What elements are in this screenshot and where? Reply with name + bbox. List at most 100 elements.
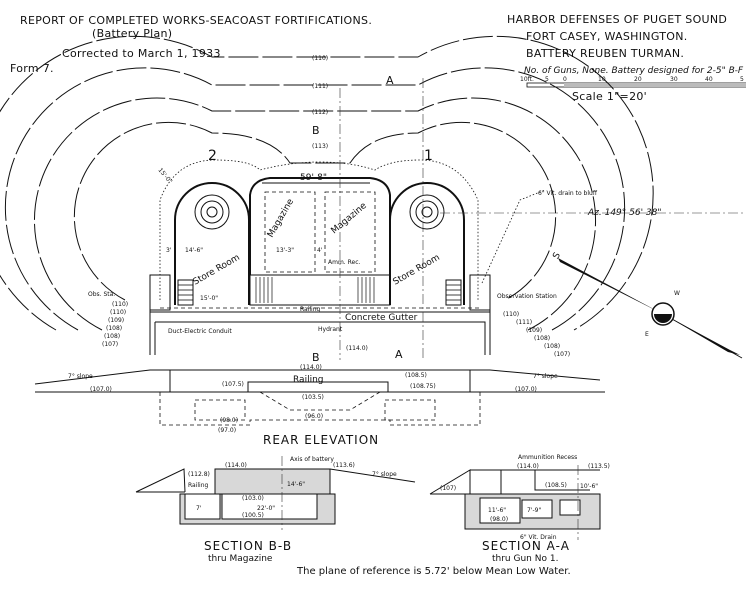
contour-label: (108)	[544, 343, 560, 350]
rear-elev-108-75: (108.75)	[410, 383, 436, 390]
aa-elev-114: (114.0)	[517, 463, 539, 470]
gun-emplacement-1	[389, 182, 465, 305]
report-title: REPORT OF COMPLETED WORKS-SEACOAST FORTI…	[20, 14, 372, 27]
scale-tick: 5	[740, 76, 744, 83]
railing-label: Railing	[300, 306, 321, 313]
store-room-left: Store Room	[192, 253, 242, 288]
bb-elev-113-6: (113.6)	[333, 462, 355, 469]
contour-label: (108)	[534, 335, 550, 342]
scale-tick: 0	[563, 76, 567, 83]
rear-slope-right: 7° slope	[533, 373, 558, 380]
obs-station-left	[149, 274, 171, 311]
aa-elev-98: (98.0)	[490, 516, 508, 523]
aa-elev-107: (107)	[440, 485, 456, 492]
scale-tick: 10ft.	[520, 76, 534, 83]
contour-lines: (110) (111) (112) (113)	[0, 35, 654, 331]
rear-elev-107-5: (107.5)	[222, 381, 244, 388]
obs-sta-label: Obs. Sta.	[88, 291, 115, 298]
section-bb-drawing	[135, 456, 416, 530]
contour-label: (110)	[312, 55, 328, 62]
rear-elev-98: (98.0)	[220, 417, 238, 424]
bb-dim-7: 7'	[196, 505, 202, 512]
rear-railing-label: Railing	[293, 375, 324, 385]
dim-15-0: 15'-0"	[200, 295, 218, 302]
reference-plane-note: The plane of reference is 5.72' below Me…	[296, 566, 571, 577]
rear-elev-96: (96.0)	[305, 413, 323, 420]
guns-note: No. of Guns, None. Battery designed for …	[524, 66, 744, 76]
left-contour-labels: (110) (110) (109) (108) (108) (107)	[102, 301, 128, 348]
contour-label: (108)	[106, 325, 122, 332]
contour-label: (109)	[526, 327, 542, 334]
concrete-gutter-label: Concrete Gutter	[345, 313, 418, 323]
axis-of-battery-label: Axis of battery	[290, 456, 334, 463]
section-mark-a-top: A	[386, 74, 394, 87]
dim-13-3: 13'-3"	[276, 247, 294, 254]
contour-label: (110)	[110, 309, 126, 316]
battery-name: BATTERY REUBEN TURMAN.	[526, 47, 684, 60]
harbor-defenses-title: HARBOR DEFENSES OF PUGET SOUND	[507, 13, 727, 26]
aa-elev-108-5: (108.5)	[545, 482, 567, 489]
section-bb-subtitle: thru Magazine	[208, 554, 273, 564]
gun-emplacement-2	[174, 182, 250, 305]
ammunition-recess-label: Ammunition Recess	[518, 454, 577, 461]
bb-slope-label: 7° slope	[372, 471, 397, 478]
corrected-date: Corrected to March 1, 1933	[62, 47, 221, 60]
section-mark-b-bottom: B	[312, 351, 320, 364]
dim-4: 4'	[317, 247, 323, 254]
duct-label: Duct-Electric Conduit	[168, 328, 232, 335]
parapet-outline	[159, 159, 479, 300]
form-number: Form 7.	[10, 62, 54, 75]
scale-tick: 40	[705, 76, 713, 83]
scale-tick: 10	[598, 76, 606, 83]
contour-label: (108)	[104, 333, 120, 340]
section-mark-b-top: B	[312, 124, 320, 137]
compass-needle: S W E	[551, 251, 743, 359]
contour-label: (112)	[312, 109, 328, 116]
rear-elevation-drawing	[34, 369, 605, 426]
bb-elev-103: (103.0)	[242, 495, 264, 502]
compass-w: W	[674, 290, 680, 297]
section-aa-drawing	[429, 465, 601, 540]
bb-railing-label: Railing	[188, 482, 209, 489]
magazine-block	[249, 177, 391, 306]
compass-s: S	[551, 251, 563, 261]
scale-tick: 30	[670, 76, 678, 83]
contour-label: (111)	[516, 319, 532, 326]
magazine-label-right: Magazine	[330, 201, 370, 237]
section-aa-title: SECTION A-A	[482, 539, 570, 553]
magazine-label-left: Magazine	[266, 197, 296, 240]
dim-3: 3'	[166, 247, 172, 254]
aa-dim-10-6: 10'-6"	[580, 483, 598, 490]
bb-elev-114: (114.0)	[225, 462, 247, 469]
amm-rec-label: Amm. Rec.	[328, 259, 360, 266]
section-aa-subtitle: thru Gun No 1.	[492, 554, 558, 564]
fort-name: FORT CASEY, WASHINGTON.	[526, 30, 688, 43]
section-mark-a-bottom: A	[395, 348, 403, 361]
contour-label: (113)	[312, 143, 328, 150]
right-contour-labels: (110) (111) (109) (108) (108) (107)	[503, 311, 570, 358]
contour-label: (111)	[312, 83, 328, 90]
aa-dim-11-6: 11'-6"	[488, 507, 506, 514]
aa-drain-label: 6" Vit. Drain	[520, 534, 557, 541]
contour-label: (110)	[112, 301, 128, 308]
width-dimension: 59'-8"	[300, 173, 327, 183]
center-elevation: (114.0)	[346, 345, 368, 352]
rear-elev-107-left: (107.0)	[90, 386, 112, 393]
bb-dim-22: 22'-0"	[257, 505, 275, 512]
gun-number-2: 2	[208, 148, 217, 164]
stairs	[177, 279, 462, 306]
contour-label: (107)	[554, 351, 570, 358]
apron	[149, 307, 491, 355]
gun-number-1: 1	[424, 148, 433, 164]
drain-label: 6" Vit. drain to bluff	[538, 190, 598, 197]
rear-elev-108-5: (108.5)	[405, 372, 427, 379]
obs-station-right	[469, 274, 491, 311]
rear-slope-left: 7° slope	[68, 373, 93, 380]
store-room-right: Store Room	[392, 253, 442, 288]
scale-bar: 10ft. 5 0 10 20 30 40 5	[520, 76, 746, 88]
bb-elev-112-8: (112.8)	[188, 471, 210, 478]
rear-elevation-title: REAR ELEVATION	[263, 433, 379, 447]
contour-label: (109)	[108, 317, 124, 324]
